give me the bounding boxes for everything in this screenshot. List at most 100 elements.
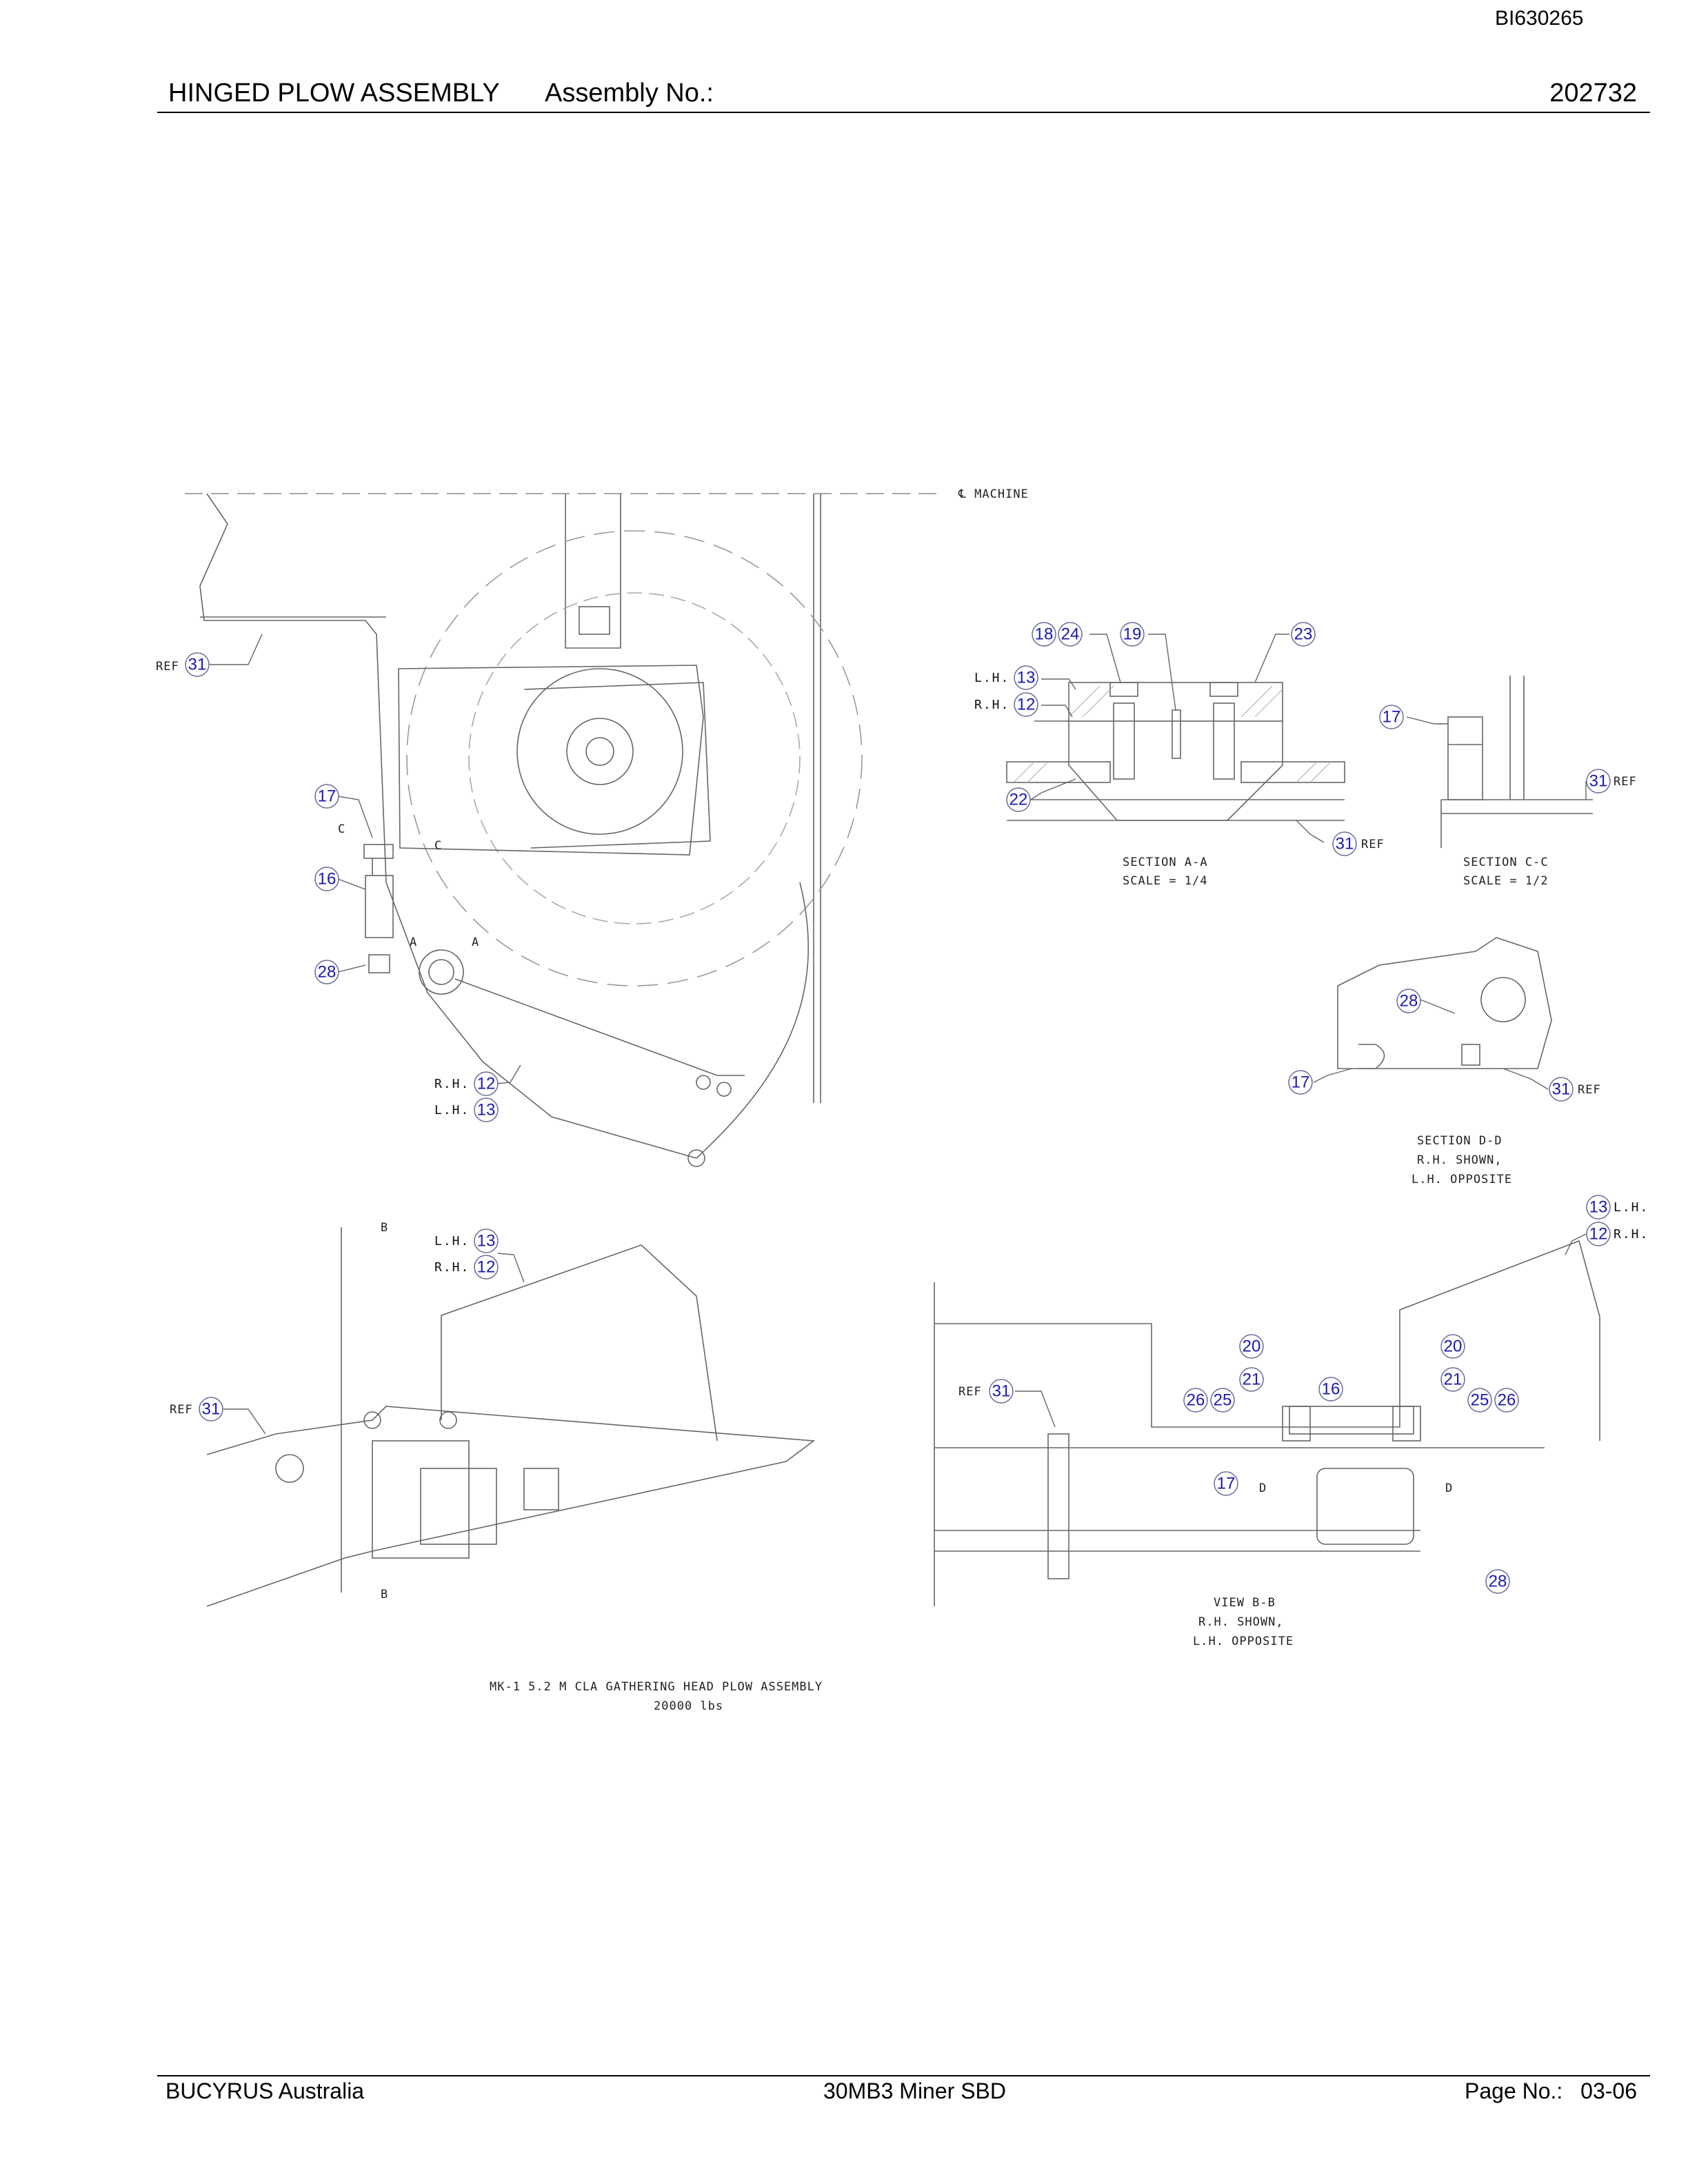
svg-text:31: 31 [992, 1382, 1011, 1401]
svg-text:28: 28 [1400, 992, 1418, 1011]
callout-26: 26 [1183, 1388, 1208, 1413]
svg-text:22: 22 [1009, 791, 1028, 809]
svg-text:19: 19 [1123, 625, 1142, 644]
section-c-c-scale: SCALE = 1/2 [1463, 874, 1549, 888]
callout-23: 23 [1291, 622, 1316, 647]
callout-13: 13 [1586, 1195, 1611, 1220]
svg-text:17: 17 [1383, 708, 1401, 727]
svg-text:24: 24 [1061, 625, 1080, 644]
callout-28: 28 [1396, 989, 1421, 1013]
callout-21: 21 [1440, 1367, 1465, 1392]
callout-31: 31 [1332, 831, 1357, 856]
svg-text:26: 26 [1498, 1391, 1516, 1410]
callout-19: 19 [1120, 622, 1145, 647]
svg-text:23: 23 [1294, 625, 1313, 644]
footer-company: BUCYRUS Australia [165, 2079, 365, 2103]
svg-text:12: 12 [477, 1075, 496, 1093]
svg-text:25: 25 [1214, 1391, 1232, 1410]
view-b-b-note: L.H. OPPOSITE [1193, 1635, 1294, 1648]
svg-text:31: 31 [1336, 835, 1354, 853]
callout-20: 20 [1239, 1334, 1264, 1359]
callout-17: 17 [1288, 1070, 1313, 1095]
drawing-caption: MK-1 5.2 M CLA GATHERING HEAD PLOW ASSEM… [490, 1680, 823, 1694]
cylinder-16 [365, 875, 394, 938]
callout-25: 25 [1210, 1388, 1235, 1413]
callout-28: 28 [314, 960, 339, 984]
footer-machine: 30MB3 Miner SBD [823, 2079, 1006, 2103]
callout-31: 31 [1586, 769, 1611, 793]
side-view-drawing [206, 1227, 816, 1607]
lh-label: L.H. [1614, 1200, 1649, 1215]
ref-label: REF [1361, 838, 1385, 851]
page-title: HINGED PLOW ASSEMBLY [168, 79, 500, 108]
callout-16: 16 [314, 867, 339, 891]
ref-label: REF [170, 1403, 193, 1417]
assembly-number: 202732 [1549, 79, 1637, 108]
section-marker-d: D [1259, 1482, 1267, 1495]
footer-page-number: 03-06 [1580, 2079, 1637, 2103]
svg-text:17: 17 [318, 787, 336, 806]
ref-label: REF [156, 660, 179, 674]
svg-text:20: 20 [1444, 1337, 1463, 1356]
section-marker-c: C [338, 822, 345, 836]
callout-31: 31 [185, 652, 210, 677]
svg-text:12: 12 [477, 1258, 496, 1277]
svg-text:20: 20 [1243, 1337, 1261, 1356]
pivot-disc [419, 949, 464, 995]
callout-12: 12 [474, 1071, 499, 1096]
callout-26: 26 [1494, 1388, 1519, 1413]
section-marker-d: D [1445, 1482, 1453, 1495]
drawing-labels: ℄ MACHINE REF R.H. L.H. A A C C L.H. R.H… [156, 487, 1649, 1713]
hinge-arm [565, 494, 621, 649]
view-b-b-drawing [934, 1240, 1600, 1606]
svg-text:26: 26 [1187, 1391, 1205, 1410]
section-c-c-drawing [1440, 676, 1593, 848]
section-d-d-title: SECTION D-D [1417, 1134, 1503, 1148]
frame-outline [199, 493, 697, 1159]
callout-31: 31 [1549, 1077, 1574, 1102]
section-d-d-note: R.H. SHOWN, [1417, 1153, 1503, 1167]
svg-text:13: 13 [477, 1101, 496, 1120]
svg-text:21: 21 [1444, 1371, 1463, 1389]
callout-21: 21 [1239, 1367, 1264, 1392]
header-rule [157, 112, 1650, 113]
section-marker-a: A [472, 936, 479, 949]
section-a-a-scale: SCALE = 1/4 [1123, 874, 1208, 888]
lh-label: L.H. [974, 671, 1009, 685]
section-marker-a: A [410, 936, 417, 949]
callout-12: 12 [474, 1255, 499, 1280]
ref-label: REF [1578, 1083, 1601, 1097]
svg-text:13: 13 [477, 1232, 496, 1251]
callout-22: 22 [1006, 787, 1031, 812]
callout-16: 16 [1318, 1377, 1343, 1402]
svg-text:28: 28 [318, 963, 336, 982]
section-a-a-title: SECTION A-A [1123, 856, 1208, 869]
lh-label: L.H. [434, 1103, 470, 1118]
svg-text:13: 13 [1017, 669, 1036, 687]
section-d-d-drawing [1337, 937, 1552, 1069]
cutter-drum [406, 530, 863, 987]
rh-label: R.H. [434, 1260, 470, 1275]
section-d-d-note: L.H. OPPOSITE [1411, 1173, 1512, 1186]
callout-12: 12 [1014, 692, 1038, 717]
document-id: BI630265 [1495, 7, 1584, 30]
view-b-b-note: R.H. SHOWN, [1198, 1615, 1284, 1629]
svg-text:12: 12 [1589, 1225, 1608, 1244]
svg-text:31: 31 [188, 656, 207, 674]
section-marker-c: C [434, 839, 442, 853]
view-b-b-title: VIEW B-B [1214, 1596, 1276, 1610]
ref-label: REF [958, 1385, 982, 1399]
callout-17: 17 [1214, 1471, 1238, 1496]
callout-17: 17 [314, 784, 339, 809]
svg-text:16: 16 [1322, 1380, 1340, 1399]
lh-label: L.H. [434, 1234, 470, 1248]
footer-rule [157, 2075, 1650, 2076]
rh-label: R.H. [974, 698, 1009, 712]
svg-text:21: 21 [1243, 1371, 1261, 1389]
leader-lines [210, 634, 1587, 1435]
section-c-c-title: SECTION C-C [1463, 856, 1549, 869]
svg-text:18: 18 [1035, 625, 1054, 644]
callout-13: 13 [1014, 665, 1038, 690]
svg-text:12: 12 [1017, 696, 1036, 714]
